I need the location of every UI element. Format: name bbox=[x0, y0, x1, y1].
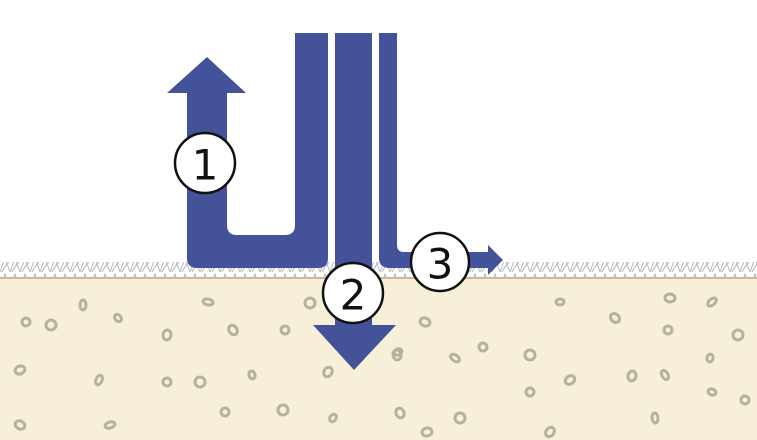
pebble bbox=[554, 297, 566, 307]
flow-2-label: 2 bbox=[340, 271, 367, 320]
pebble bbox=[449, 352, 461, 364]
pebble bbox=[193, 375, 207, 389]
pebble bbox=[418, 316, 432, 328]
pebble bbox=[227, 323, 239, 337]
pebble bbox=[328, 412, 338, 424]
pebble bbox=[663, 292, 677, 304]
pebble bbox=[453, 411, 467, 425]
pebble bbox=[13, 419, 27, 431]
flow-2-arrow bbox=[313, 33, 396, 370]
pebble bbox=[219, 406, 231, 418]
pebble bbox=[20, 316, 32, 328]
pebble bbox=[608, 311, 622, 325]
pebble bbox=[420, 426, 434, 438]
pebble bbox=[247, 369, 257, 381]
grass bbox=[0, 262, 757, 278]
flow-3-badge: 3 bbox=[409, 231, 471, 293]
pebble bbox=[662, 324, 674, 336]
flow-1-label: 1 bbox=[192, 141, 219, 190]
pebble bbox=[279, 324, 291, 336]
pebble bbox=[650, 411, 660, 425]
pebble bbox=[739, 394, 751, 406]
pebble bbox=[44, 318, 58, 332]
pebble bbox=[544, 425, 556, 439]
pebble bbox=[523, 348, 537, 362]
pebble bbox=[524, 386, 536, 398]
pebble bbox=[626, 369, 638, 383]
pebble bbox=[103, 420, 117, 430]
pebble bbox=[94, 373, 104, 387]
pebble bbox=[477, 341, 489, 353]
pebble bbox=[13, 364, 27, 376]
pebble bbox=[78, 298, 88, 312]
pebble bbox=[394, 406, 406, 420]
pebble bbox=[322, 365, 334, 379]
flow-1-arrow bbox=[167, 33, 328, 268]
pebble bbox=[563, 374, 577, 386]
flow-1-badge: 1 bbox=[173, 131, 237, 195]
flow-2-badge: 2 bbox=[321, 261, 385, 325]
pebble bbox=[161, 328, 173, 342]
pebble bbox=[731, 328, 745, 342]
pebble bbox=[113, 312, 123, 324]
pebbles bbox=[13, 292, 751, 439]
pebble bbox=[391, 348, 403, 362]
pebble bbox=[706, 296, 718, 308]
pebble bbox=[201, 297, 215, 307]
pebble bbox=[276, 403, 290, 417]
pebble bbox=[705, 352, 715, 364]
pebble bbox=[161, 376, 173, 388]
pebble bbox=[706, 387, 718, 397]
flow-3-arrow bbox=[379, 33, 503, 275]
pebble bbox=[303, 296, 317, 310]
pebble bbox=[659, 368, 671, 382]
flow-3-label: 3 bbox=[427, 240, 454, 289]
